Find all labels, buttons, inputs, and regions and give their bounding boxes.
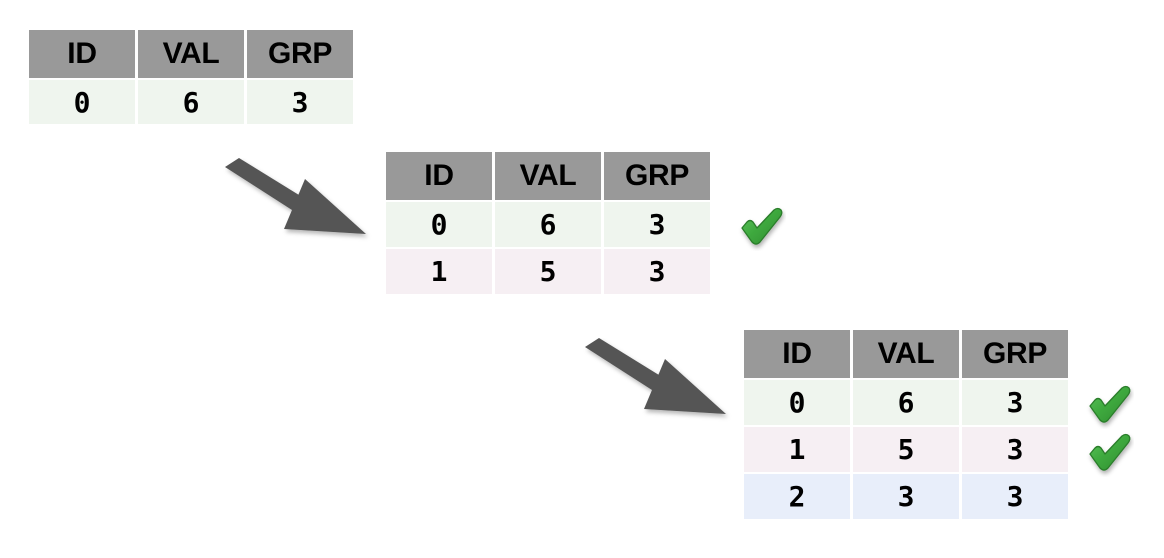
cell-grp: 3: [1006, 386, 1024, 419]
cell-grp: 3: [1006, 480, 1024, 513]
check-icon: [1089, 385, 1131, 423]
cell-val: 5: [897, 433, 915, 466]
check-icon: [1089, 433, 1131, 471]
table-row: 2 3 3: [744, 474, 1068, 519]
column-header-val: VAL: [495, 152, 601, 200]
arrow-stage2-to-stage3-icon: [585, 338, 726, 414]
column-header-grp: GRP: [604, 152, 710, 200]
cell-id: 0: [430, 208, 448, 241]
table-row: 1 5 3: [386, 249, 710, 294]
table-row: 0 6 3: [386, 202, 710, 247]
cell-id: 1: [788, 433, 806, 466]
data-table-stage-3: ID VAL GRP 0 6 3 1 5 3 2 3 3: [741, 328, 1071, 521]
cell-id: 0: [73, 85, 91, 119]
column-header-grp: GRP: [962, 330, 1068, 378]
column-header-id: ID: [29, 30, 135, 78]
check-icon: [741, 207, 783, 245]
table-row: 0 6 3: [29, 80, 353, 124]
cell-grp: 3: [291, 85, 309, 119]
table-header-row: ID VAL GRP: [386, 152, 710, 200]
table-header-row: ID VAL GRP: [29, 30, 353, 78]
data-table-stage-2: ID VAL GRP 0 6 3 1 5 3: [383, 150, 713, 296]
cell-grp: 3: [648, 208, 666, 241]
cell-val: 6: [182, 85, 200, 119]
table-row: 0 6 3: [744, 380, 1068, 425]
cell-val: 5: [539, 255, 557, 288]
cell-val: 6: [897, 386, 915, 419]
column-header-id: ID: [744, 330, 850, 378]
cell-grp: 3: [648, 255, 666, 288]
cell-val: 3: [897, 480, 915, 513]
arrow-stage1-to-stage2-icon: [225, 158, 366, 234]
table-header-row: ID VAL GRP: [744, 330, 1068, 378]
data-table-stage-1: ID VAL GRP 0 6 3: [26, 28, 356, 126]
cell-val: 6: [539, 208, 557, 241]
cell-id: 0: [788, 386, 806, 419]
column-header-grp: GRP: [247, 30, 353, 78]
column-header-val: VAL: [853, 330, 959, 378]
column-header-id: ID: [386, 152, 492, 200]
cell-grp: 3: [1006, 433, 1024, 466]
table-row: 1 5 3: [744, 427, 1068, 472]
cell-id: 1: [430, 255, 448, 288]
column-header-val: VAL: [138, 30, 244, 78]
cell-id: 2: [788, 480, 806, 513]
